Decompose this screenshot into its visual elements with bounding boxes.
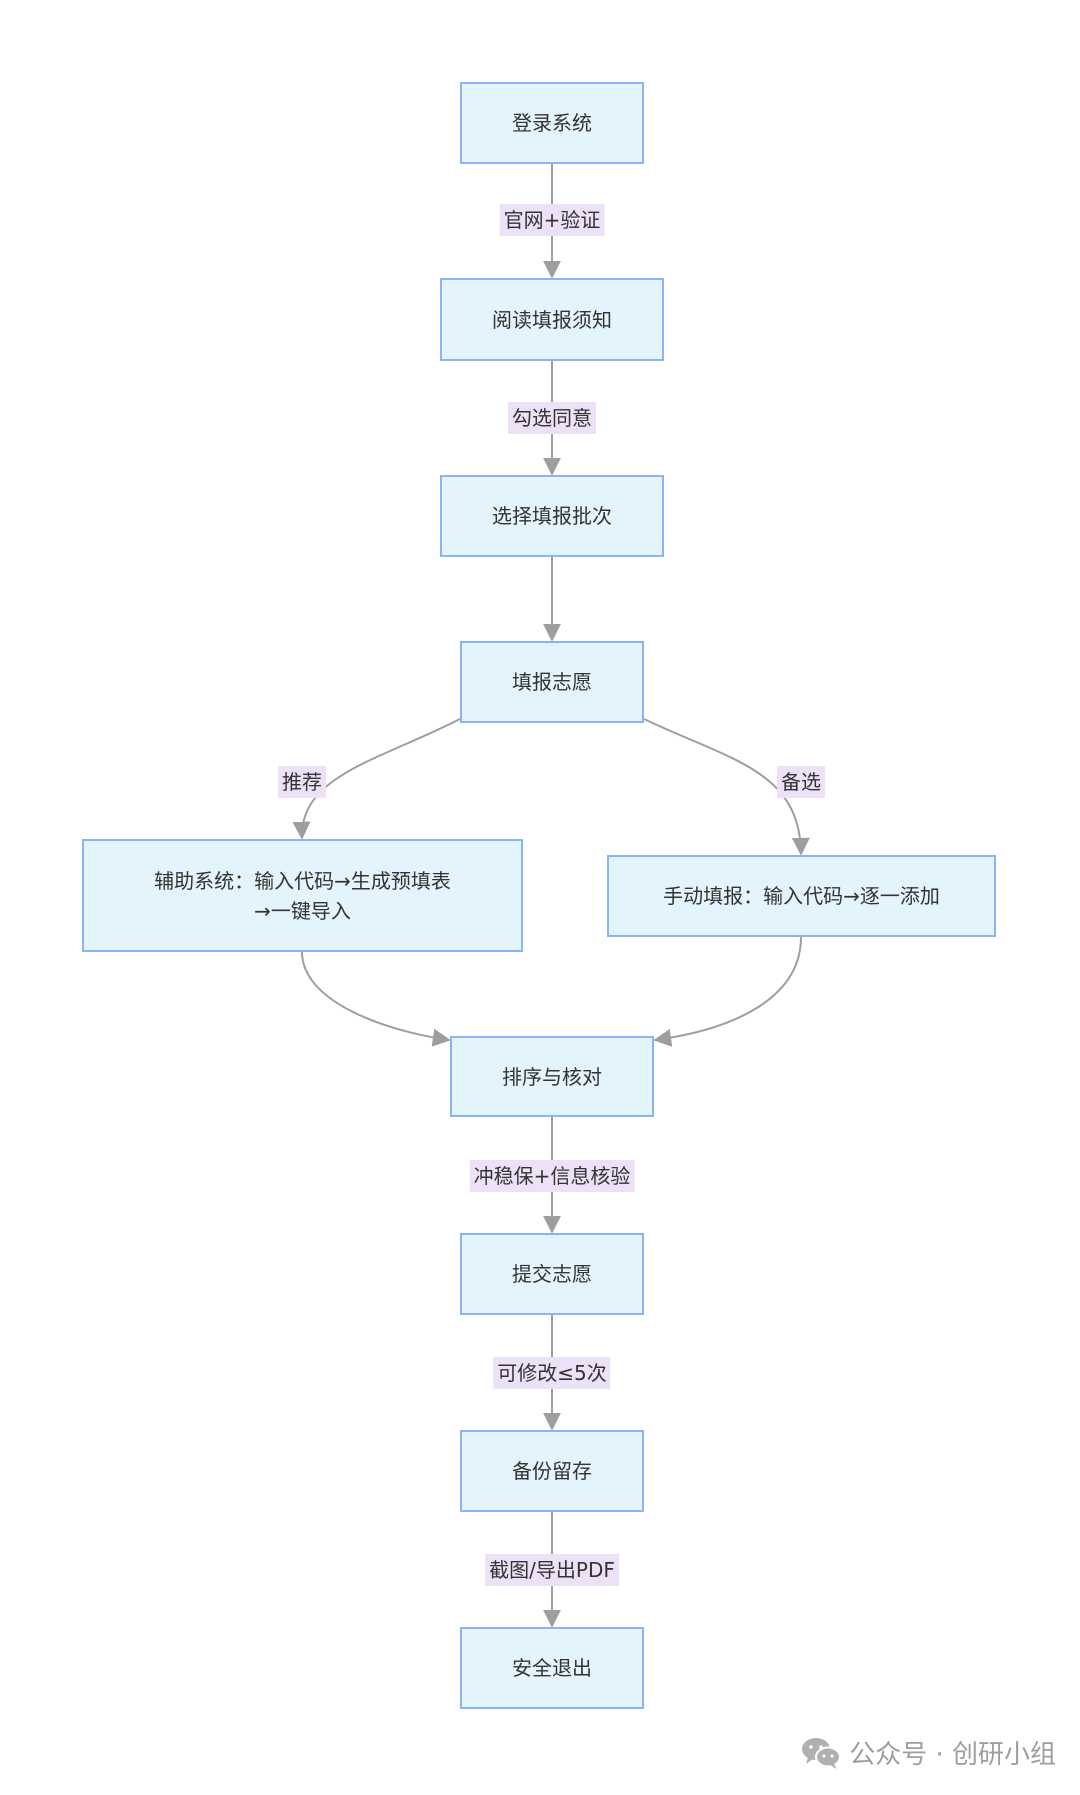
edge-assist-to-sort — [301, 951, 451, 1047]
watermark: 公众号 · 创研小组 — [801, 1734, 1056, 1771]
node-assist-system: 辅助系统：输入代码→生成预填表→一键导入 — [82, 839, 523, 952]
edge-label-fill-to-manual: 备选 — [777, 766, 825, 798]
edge-fill-to-manual — [643, 718, 810, 856]
edge-label-submit-to-backup: 可修改≤5次 — [493, 1357, 611, 1389]
edge-label-sort-to-submit: 冲稳保+信息核验 — [469, 1160, 635, 1192]
node-submit: 提交志愿 — [460, 1233, 644, 1315]
edge-label-read-to-select: 勾选同意 — [508, 402, 596, 434]
node-read-notice: 阅读填报须知 — [440, 278, 664, 361]
node-select-batch: 选择填报批次 — [440, 475, 664, 557]
edge-manual-to-sort — [653, 936, 802, 1047]
node-sort-check: 排序与核对 — [450, 1036, 654, 1117]
node-backup: 备份留存 — [460, 1430, 644, 1512]
edge-fill-to-assist — [292, 718, 461, 840]
node-fill-wishes: 填报志愿 — [460, 641, 644, 723]
watermark-text: 公众号 · 创研小组 — [849, 1740, 1056, 1770]
node-logout: 安全退出 — [460, 1627, 644, 1709]
node-manual-fill: 手动填报：输入代码→逐一添加 — [607, 855, 996, 937]
edge-label-fill-to-assist: 推荐 — [278, 766, 326, 798]
node-login: 登录系统 — [460, 82, 644, 164]
edge-label-login-to-read: 官网+验证 — [499, 204, 605, 236]
edge-label-backup-to-logout: 截图/导出PDF — [485, 1554, 619, 1586]
wechat-icon — [801, 1736, 842, 1770]
